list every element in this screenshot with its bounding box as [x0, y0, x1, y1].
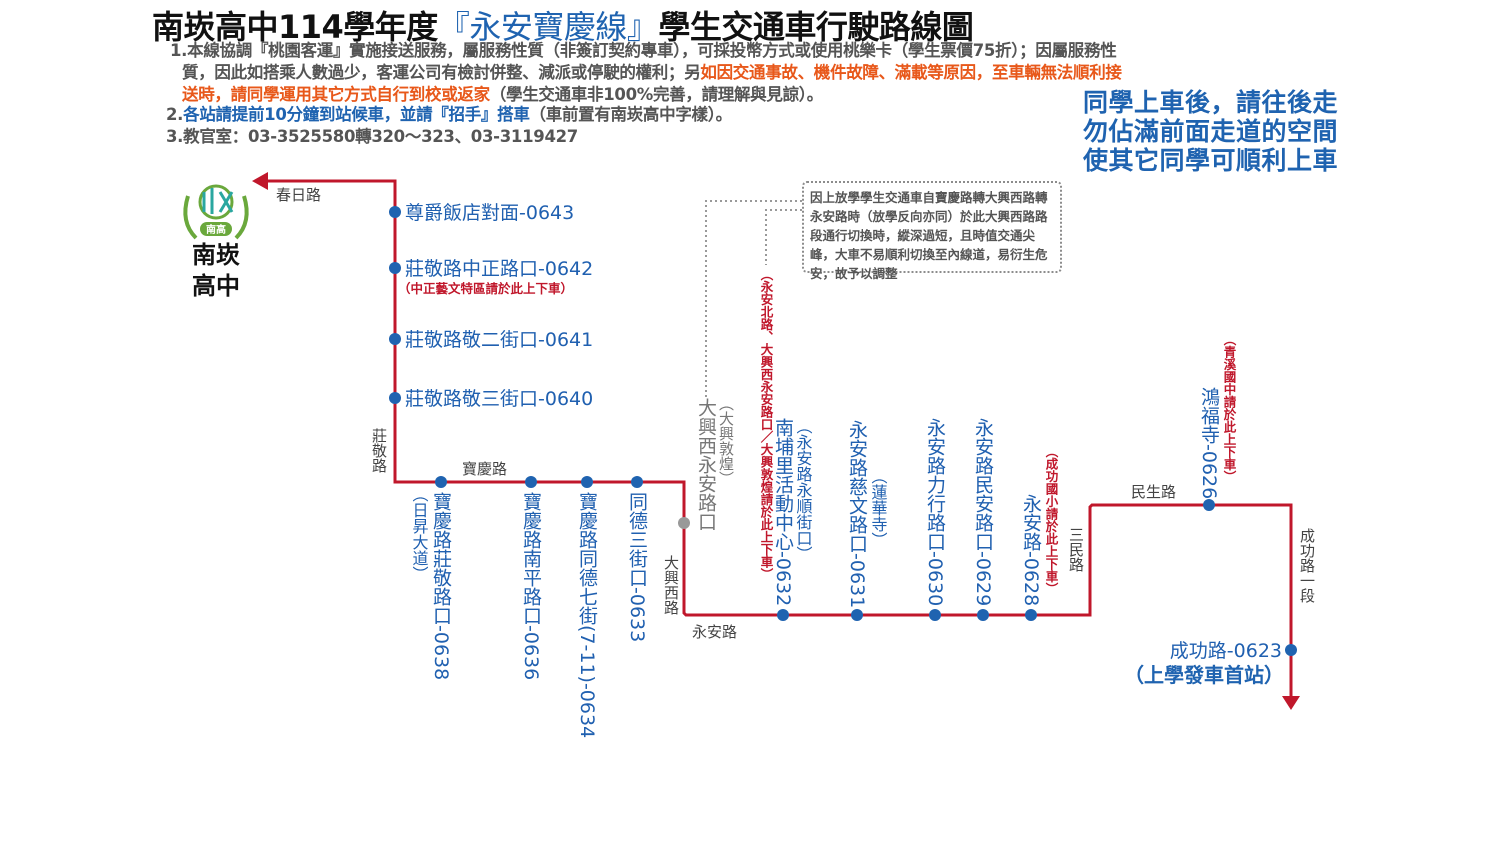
logo-emblem-icon [202, 188, 234, 214]
stop-dot-0638[interactable] [435, 476, 447, 488]
note-2-text: （車前置有南崁高中字樣）。 [529, 105, 733, 124]
tip-line-1: 同學上車後，請往後走 [1082, 88, 1338, 117]
note-1-warning-a: 如因交通事故、機件故障、滿載等原因，至車輛無法順利接 [700, 63, 1122, 82]
title-suffix: 學生交通車行駛路線圖 [658, 8, 974, 46]
retired-stop-dot[interactable] [678, 517, 690, 529]
logo-laurel-left-icon [183, 195, 198, 240]
school-name-line-2: 高中 [192, 272, 240, 300]
note-2-highlight: 各站請提前10分鐘到站候車，並請『招手』搭車 [183, 105, 530, 124]
stop-dot-0643[interactable] [389, 206, 401, 218]
stop-dot-0641[interactable] [389, 333, 401, 345]
stop-sub-0631: （蓮華寺） [869, 468, 888, 548]
note-1-warning-b: 送時，請同學運用其它方式自行到校或返家 [182, 85, 490, 104]
title-highlight: 『永安寶慶線』 [437, 8, 659, 46]
stop-dot-0634[interactable] [581, 476, 593, 488]
stop-label-0633: 同德三街口-0633 [626, 492, 648, 642]
retired-stop-label: 大興西永安路口 [695, 398, 717, 531]
tip-line-3: 使其它同學可順利上車 [1082, 146, 1338, 175]
stop-label-0642: 莊敬路中正路口-0642 [405, 258, 593, 280]
title-prefix: 南崁高中114學年度 [152, 8, 438, 46]
road-label-daxingxi: 大興西路 [662, 555, 680, 615]
note-2-num: 2. [166, 105, 184, 124]
callout-leader-right [765, 209, 802, 265]
stop-dot-0640[interactable] [389, 392, 401, 404]
stop-dot-0633[interactable] [631, 476, 643, 488]
stop-note-0628: （成功國小請於此上下車） [1044, 445, 1059, 595]
road-label-baoqing: 寶慶路 [462, 460, 507, 478]
callout-leader-left [705, 200, 802, 398]
stop-dot-0642[interactable] [389, 262, 401, 274]
note-1-line-3: 送時，請同學運用其它方式自行到校或返家（學生交通車非100%完善，請理解與見諒）… [182, 84, 823, 106]
note-1-line-1: 1.本線協調『桃園客運』實施接送服務，屬服務性質（非簽訂契約專車），可採投幣方式… [170, 41, 1117, 60]
stop-dot-0629[interactable] [977, 609, 989, 621]
stop-dot-0628[interactable] [1025, 609, 1037, 621]
boarding-tip: 同學上車後，請往後走 勿佔滿前面走道的空間 使其它同學可順利上車 [1083, 88, 1338, 175]
route-start-arrow-icon [1282, 696, 1300, 710]
note-3: 3.教官室：03-3525580轉320～323、03-3119427 [166, 127, 578, 146]
stop-dot-0623[interactable] [1285, 644, 1297, 656]
stop-label-0640: 莊敬路敬三街口-0640 [405, 388, 593, 410]
note-1-line-3-text: （學生交通車非100%完善，請理解與見諒）。 [489, 85, 823, 104]
tip-line-2: 勿佔滿前面走道的空間 [1082, 117, 1338, 146]
stop-label-0643: 尊爵飯店對面-0643 [405, 202, 574, 224]
stop-label-0641: 莊敬路敬二街口-0641 [405, 329, 593, 351]
stop-dot-0636[interactable] [525, 476, 537, 488]
note-1-line-2: 質，因此如搭乘人數過少，客運公司有檢討併整、減派或停駛的權利；另如因交通事故、機… [182, 62, 1122, 84]
road-label-chenggong: 成功路一段 [1298, 528, 1316, 603]
school-name-line-1: 南崁 [192, 241, 240, 269]
stop-label-0623: 成功路-0623 [1170, 640, 1282, 662]
stop-dot-0626[interactable] [1203, 499, 1215, 511]
stop-note-0626: （青溪國中請於此上下車） [1222, 333, 1237, 483]
stop-label-0634: 寶慶路同德七街(7-11)-0634 [576, 492, 598, 738]
stop-note-0642: （中正藝文特區請於此上下車） [398, 281, 573, 296]
logo-text: 南高 [206, 223, 226, 236]
page-title: 南崁高中114學年度『永安寶慶線』學生交通車行駛路線圖 [152, 2, 974, 48]
stop-label-0638: 寶慶路莊敬路口-0638 [430, 492, 452, 680]
route-change-callout: 因上放學學生交通車自寶慶路轉大興西路轉永安路時（放學反向亦同）於此大興西路路段通… [802, 181, 1062, 281]
route-line [262, 179, 1293, 650]
stop-label-0626: 鴻福寺-0626 [1198, 387, 1220, 499]
stop-label-0632: 南埔里活動中心-0632 [772, 418, 794, 606]
stop-label-0636: 寶慶路南平路口-0636 [520, 492, 542, 680]
stop-sub-0623: （上學發車首站） [1124, 663, 1284, 687]
logo-ring-icon [198, 184, 234, 220]
road-label-zhuangjing: 莊敬路 [370, 428, 388, 473]
route-end-arrow-icon [252, 172, 268, 190]
school-logo: 南高 [183, 184, 249, 240]
retired-stop-sub: （大興敦煌） [717, 396, 735, 486]
stop-label-0629: 永安路民安路口-0629 [972, 418, 994, 606]
stop-sub-0638: （日昇大道） [410, 486, 429, 582]
road-label-minsheng: 民生路 [1131, 483, 1176, 501]
road-label-chunri: 春日路 [276, 186, 321, 204]
stop-note-0632: （永安北路、大興西永安路口／大興敦煌請於此上下車） [759, 268, 774, 581]
stop-sub-0632: （永安路永順街口） [794, 418, 813, 562]
stop-dot-0632[interactable] [777, 609, 789, 621]
stop-label-0628: 永安路-0628 [1020, 494, 1042, 606]
stop-label-0631: 永安路慈文路口-0631 [846, 420, 868, 608]
stop-dot-0630[interactable] [929, 609, 941, 621]
road-label-sanmin: 三民路 [1067, 527, 1085, 572]
stop-label-0630: 永安路力行路口-0630 [924, 418, 946, 606]
logo-ribbon-icon [200, 222, 232, 236]
note-2: 2.各站請提前10分鐘到站候車，並請『招手』搭車（車前置有南崁高中字樣）。 [166, 104, 732, 126]
road-label-yongan: 永安路 [692, 623, 737, 641]
logo-laurel-right-icon [234, 195, 249, 240]
note-1-line-2-text: 質，因此如搭乘人數過少，客運公司有檢討併整、減派或停駛的權利；另 [182, 63, 701, 82]
stop-dot-0631[interactable] [851, 609, 863, 621]
